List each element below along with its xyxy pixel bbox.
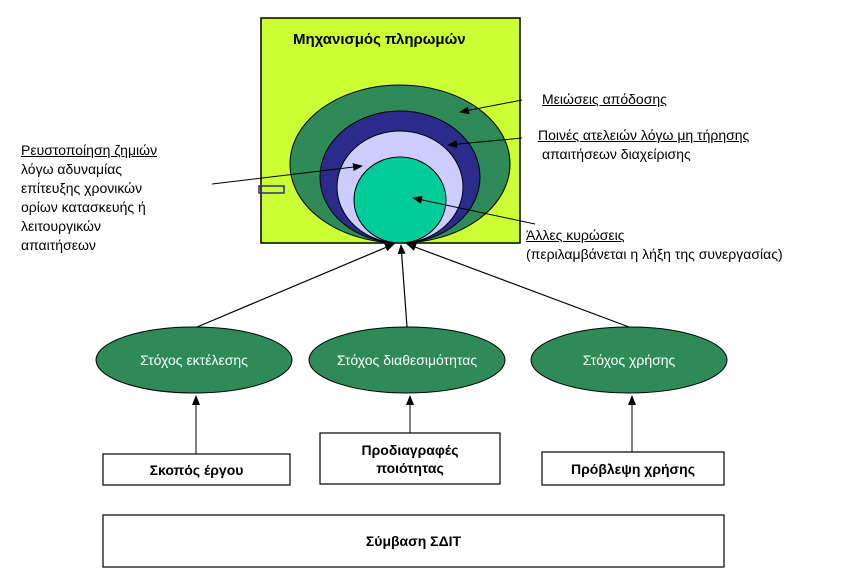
panel-title: Μηχανισμός πληρωμών: [293, 31, 466, 48]
availability-goal-label: Στόχος διαθεσιμότητας: [336, 352, 478, 368]
project-purpose-label: Σκοπός έργου: [149, 461, 244, 478]
liquidated-damages-label: Ρευστοποίηση ζημιών: [21, 142, 158, 158]
project-purpose-box: [102, 453, 291, 486]
other-sanctions-core: [353, 156, 447, 244]
performance-goal-ellipse: [95, 326, 293, 394]
liquidated-damages-line5: απαιτήσεων: [21, 237, 96, 253]
liquidated-damages-line2: επίτευξης χρονικών: [21, 180, 143, 196]
penalty-pointer-arrow: [447, 137, 523, 149]
liquidated-pointer-arrow: [211, 163, 363, 185]
penalty-label-line1: Ποινές ατελειών λόγω μη τήρησης: [538, 127, 750, 143]
ppp-contract-label: Σύμβαση ΣΔΙΤ: [365, 533, 462, 549]
other-sanctions-note: (περιλαμβάνεται η λήξη της συνεργασίας): [526, 246, 783, 262]
usage-forecast-label: Πρόβλεψη χρήσης: [571, 460, 695, 477]
quality-specs-label: Προδιαγραφές ποιότητας: [320, 433, 500, 484]
usage-goal-ellipse: [530, 326, 728, 394]
performance-to-mechanism-arrow: [196, 243, 395, 328]
performance-goal-label: Στόχος εκτέλεσης: [140, 352, 248, 368]
usage-to-mechanism-arrow: [406, 243, 630, 328]
liquidated-damages-line4: λειτουργικών: [21, 218, 101, 234]
other-pointer-arrow: [412, 195, 536, 225]
usage-goal-label: Στόχος χρήσης: [582, 352, 676, 368]
availability-to-mechanism-arrow: [397, 244, 408, 328]
liquidated-damages-line3: ορίων κατασκευής ή: [21, 199, 146, 215]
ppp-contract-box: [102, 514, 725, 568]
availability-goal-ellipse: [308, 326, 506, 394]
penalty-label-line2: απαιτήσεων διαχείρισης: [542, 146, 691, 162]
usage-forecast-box: [541, 451, 725, 486]
quality-specs-line2: ποιότητας: [376, 459, 444, 476]
liquidated-damages-line1: λόγω αδυναμίας: [21, 161, 123, 177]
quality-specs-line1: Προδιαγραφές: [361, 441, 459, 458]
panel-edge-marker: [258, 185, 285, 194]
other-sanctions-label: Άλλες κυρώσεις: [526, 227, 625, 243]
reduction-pointer-arrow: [459, 99, 523, 115]
quality-specs-box: [319, 432, 501, 485]
performance-reduction-label: Μειώσεις απόδοσης: [542, 91, 667, 107]
